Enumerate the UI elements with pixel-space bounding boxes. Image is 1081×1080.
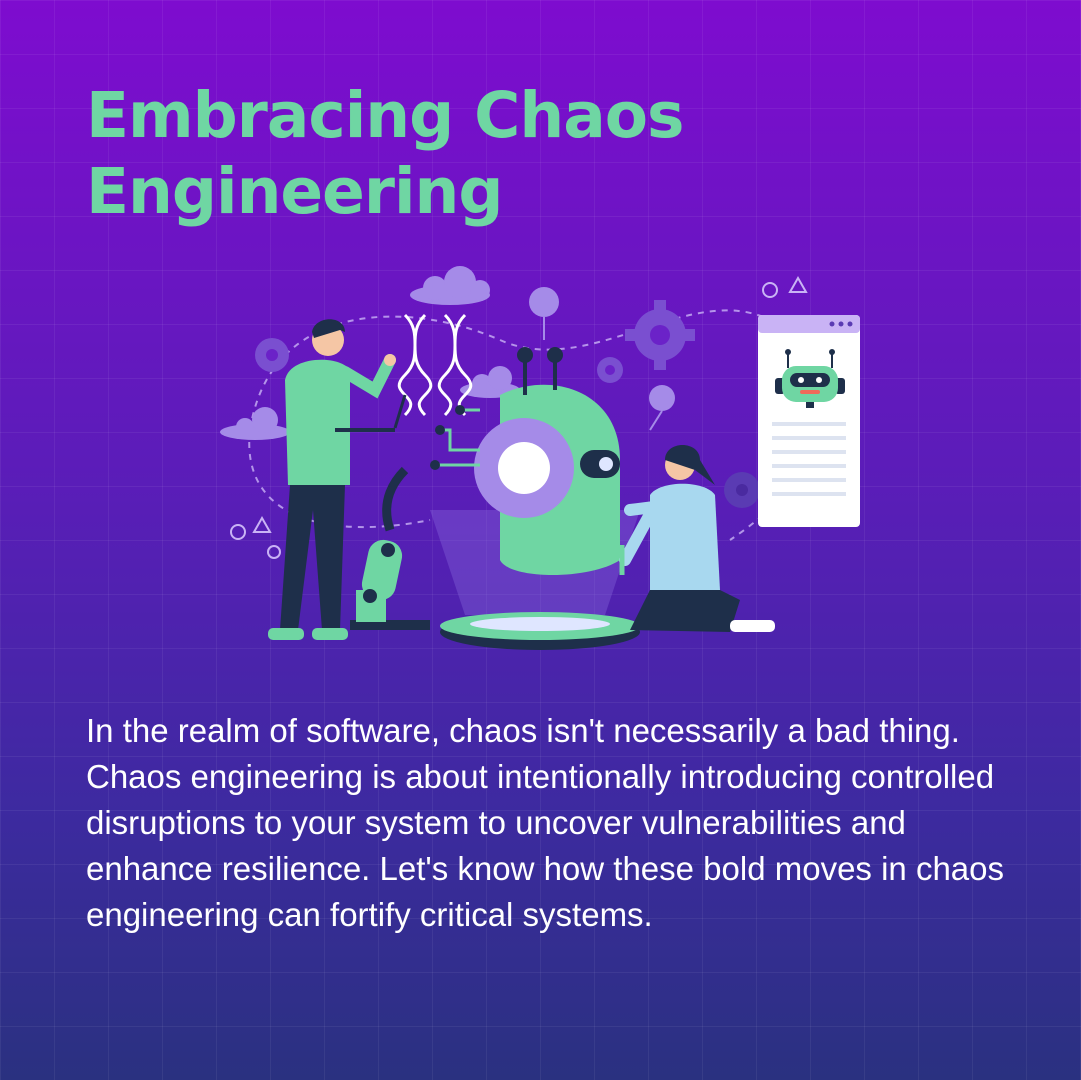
balloon-icon bbox=[649, 385, 675, 431]
cloud-icon bbox=[220, 407, 290, 440]
balloon-icon bbox=[529, 287, 559, 340]
woman-with-wrench bbox=[619, 445, 775, 632]
gear-icon bbox=[625, 300, 695, 370]
page-title: Embracing Chaos Engineering bbox=[86, 78, 886, 230]
title-line-2: Engineering bbox=[86, 155, 504, 228]
gear-icon bbox=[597, 357, 623, 383]
text-lines bbox=[772, 422, 846, 496]
robot-face-icon bbox=[775, 349, 845, 408]
decorative-shapes bbox=[230, 275, 808, 559]
browser-window-icon bbox=[758, 315, 860, 527]
body-paragraph: In the realm of software, chaos isn't ne… bbox=[86, 712, 1005, 933]
gear-icon bbox=[255, 338, 289, 372]
robot-arm-icon bbox=[350, 466, 430, 630]
cloud-icon bbox=[410, 266, 490, 305]
chaos-engineering-illustration bbox=[220, 266, 860, 650]
dna-icon bbox=[397, 313, 473, 417]
gear-icon bbox=[724, 472, 760, 508]
title-line-1: Embracing Chaos bbox=[86, 79, 685, 152]
robot-head-icon bbox=[430, 347, 620, 575]
man-with-laptop bbox=[268, 319, 407, 640]
